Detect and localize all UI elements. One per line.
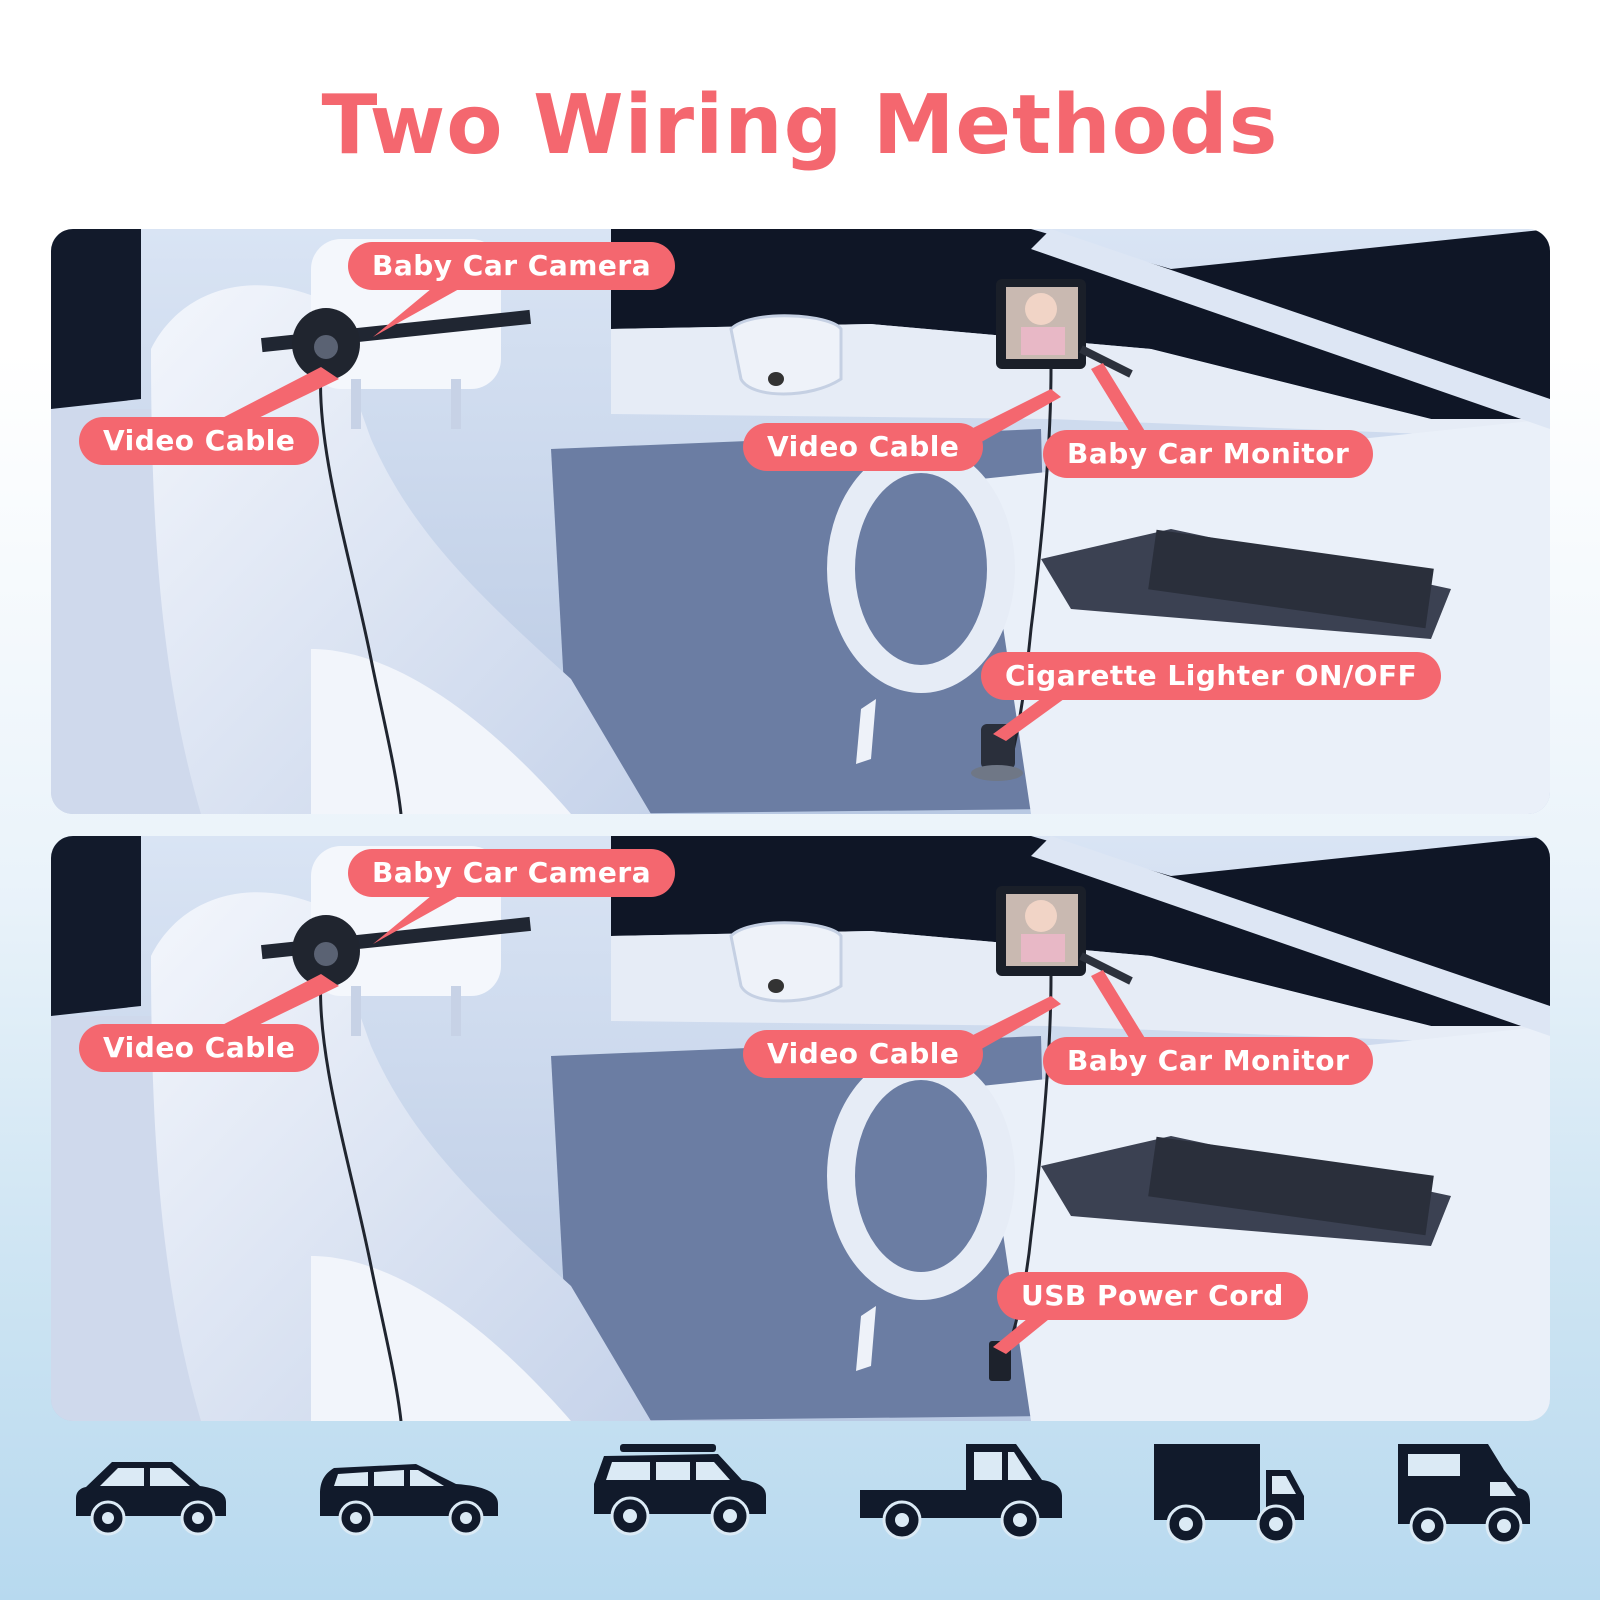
baby-car-camera-label: Baby Car Camera [348, 242, 676, 290]
pickup-truck-icon [860, 1444, 1062, 1540]
video-cable-left-label: Video Cable [79, 417, 320, 465]
baby-car-monitor-label: Baby Car Monitor [1043, 430, 1374, 478]
car-interior-image [51, 229, 1550, 814]
camper-van-icon [1398, 1444, 1530, 1545]
box-truck-icon [1154, 1444, 1304, 1544]
video-cable-left-label: Video Cable [79, 1024, 320, 1072]
baby-car-monitor-label: Baby Car Monitor [1043, 1037, 1374, 1085]
video-cable-right-label: Video Cable [743, 423, 984, 471]
wiring-method-panel-usb: Baby Car Camera Video Cable Video Cable … [51, 836, 1550, 1421]
power-source-label: USB Power Cord [997, 1272, 1308, 1320]
video-cable-right-label: Video Cable [743, 1030, 984, 1078]
suv-icon [594, 1444, 766, 1536]
wiring-method-panel-cigarette-lighter: Baby Car Camera Video Cable Video Cable … [51, 229, 1550, 814]
baby-car-camera-label: Baby Car Camera [348, 849, 676, 897]
car-interior-image [51, 836, 1550, 1421]
page-title: Two Wiring Methods [321, 78, 1279, 173]
power-source-label: Cigarette Lighter ON/OFF [981, 652, 1442, 700]
hatchback-icon [76, 1462, 226, 1536]
wagon-icon [320, 1464, 498, 1536]
compatible-vehicles-row [0, 1440, 1600, 1570]
